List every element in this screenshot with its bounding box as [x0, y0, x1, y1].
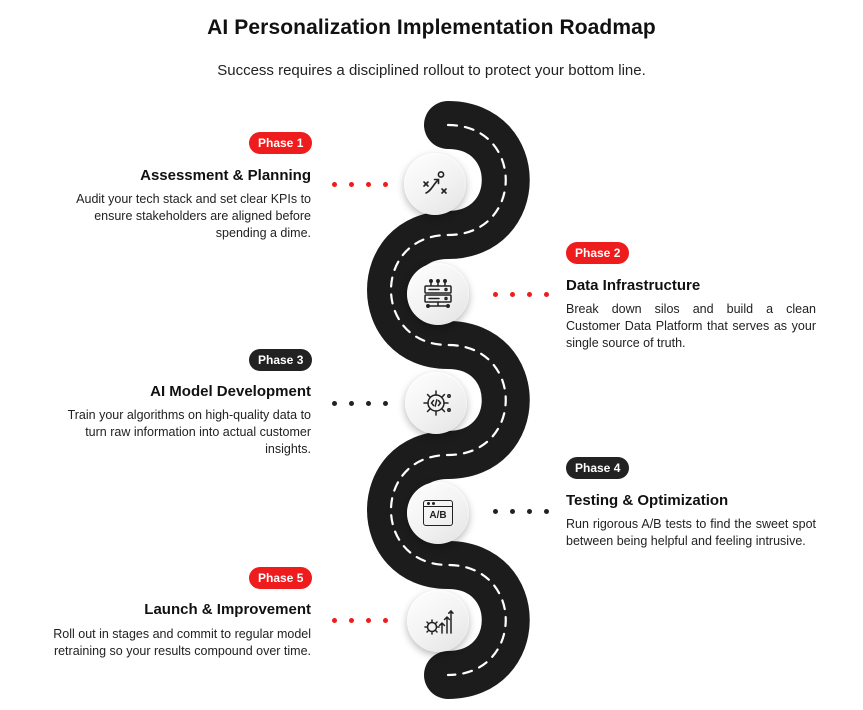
- ai-gear-code-icon: [423, 390, 451, 416]
- phase-1-connector-dots: [332, 182, 390, 188]
- phase-4-icon-circle: A/B: [407, 482, 469, 544]
- phase-1-heading: Assessment & Planning: [140, 167, 311, 184]
- phase-2-badge: Phase 2: [566, 242, 630, 264]
- phase-5-badge: Phase 5: [249, 567, 313, 589]
- phase-1-badge: Phase 1: [249, 132, 313, 154]
- phase-4-heading: Testing & Optimization: [566, 492, 729, 509]
- phase-3-description: Train your algorithms on high-quality da…: [67, 408, 311, 456]
- phase-4-connector-dots: [493, 509, 551, 515]
- phase-5-icon-circle: [407, 590, 469, 652]
- page-subtitle: Success requires a disciplined rollout t…: [217, 62, 646, 79]
- phase-3-badge: Phase 3: [249, 349, 313, 371]
- gear-growth-icon: [424, 609, 454, 635]
- phase-3-icon-circle: [405, 372, 467, 434]
- phase-1-icon-circle: [404, 153, 466, 215]
- phase-4-description: Run rigorous A/B tests to find the sweet…: [566, 517, 816, 548]
- page-title: AI Personalization Implementation Roadma…: [207, 16, 656, 39]
- ab-test-icon: A/B: [423, 500, 453, 526]
- strategy-play-icon: [423, 171, 447, 194]
- phase-2-icon-circle: [407, 263, 469, 325]
- phase-4-badge: Phase 4: [566, 457, 630, 479]
- phase-3-heading: AI Model Development: [150, 383, 311, 400]
- phase-5-heading: Launch & Improvement: [144, 601, 311, 618]
- phase-1-description: Audit your tech stack and set clear KPIs…: [76, 192, 311, 240]
- phase-5-description: Roll out in stages and commit to regular…: [53, 627, 311, 658]
- phase-3-connector-dots: [332, 401, 390, 407]
- phase-2-heading: Data Infrastructure: [566, 277, 701, 294]
- phase-2-description: Break down silos and build a clean Custo…: [566, 302, 816, 350]
- phase-5-connector-dots: [332, 618, 390, 624]
- server-rack-icon: [424, 279, 452, 308]
- road-center-line: [390, 123, 507, 677]
- phase-2-connector-dots: [493, 292, 551, 298]
